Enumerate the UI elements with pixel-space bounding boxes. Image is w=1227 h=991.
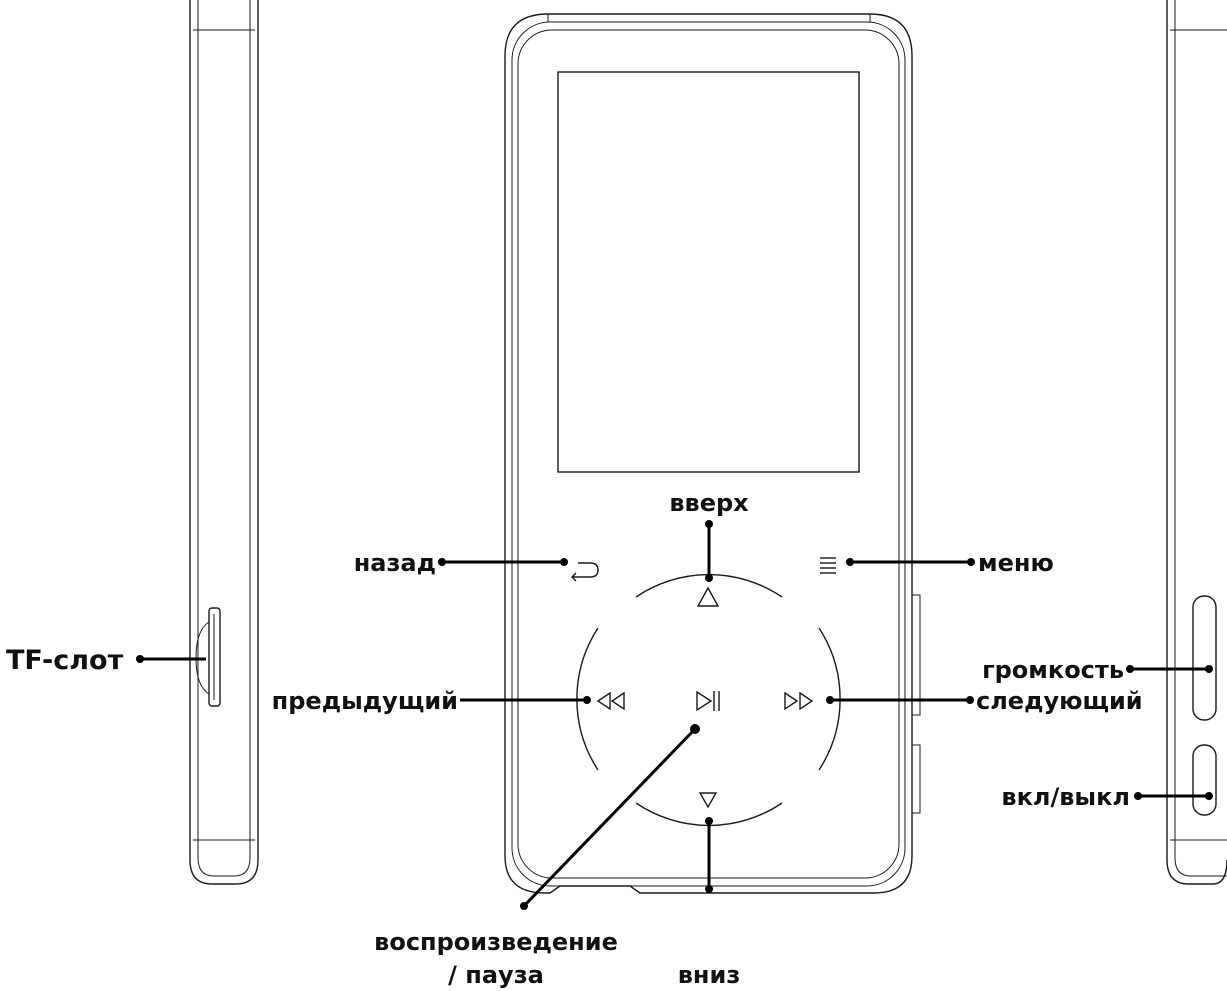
previous-icon[interactable] — [596, 691, 625, 711]
callout-labels: TF-слот назад вверх меню предыдущий след… — [6, 489, 1143, 989]
label-play-pause-line1: воспроизведение — [374, 928, 618, 956]
label-down: вниз — [678, 961, 741, 989]
tf-slot — [195, 607, 221, 707]
label-up: вверх — [669, 489, 749, 517]
label-menu: меню — [978, 549, 1054, 577]
label-play-pause-line2: / пауза — [448, 961, 544, 989]
power-button[interactable] — [1192, 744, 1217, 816]
volume-button[interactable] — [1192, 595, 1217, 721]
screen — [557, 71, 860, 473]
label-previous: предыдущий — [272, 687, 458, 715]
next-icon[interactable] — [784, 691, 814, 711]
label-back: назад — [354, 549, 436, 577]
label-power: вкл/выкл — [1001, 783, 1130, 811]
down-icon[interactable] — [698, 792, 718, 809]
play-pause-icon[interactable] — [696, 690, 720, 712]
callout-leaders — [136, 520, 1213, 910]
left-side-view — [189, 0, 259, 885]
up-icon[interactable] — [696, 586, 720, 607]
front-view — [504, 13, 921, 894]
back-icon[interactable] — [571, 562, 599, 582]
menu-icon[interactable] — [820, 557, 836, 574]
right-side-view — [1166, 0, 1227, 885]
label-volume: громкость — [982, 656, 1124, 684]
label-tf-slot: TF-слот — [6, 645, 124, 676]
label-next: следующий — [976, 687, 1143, 715]
